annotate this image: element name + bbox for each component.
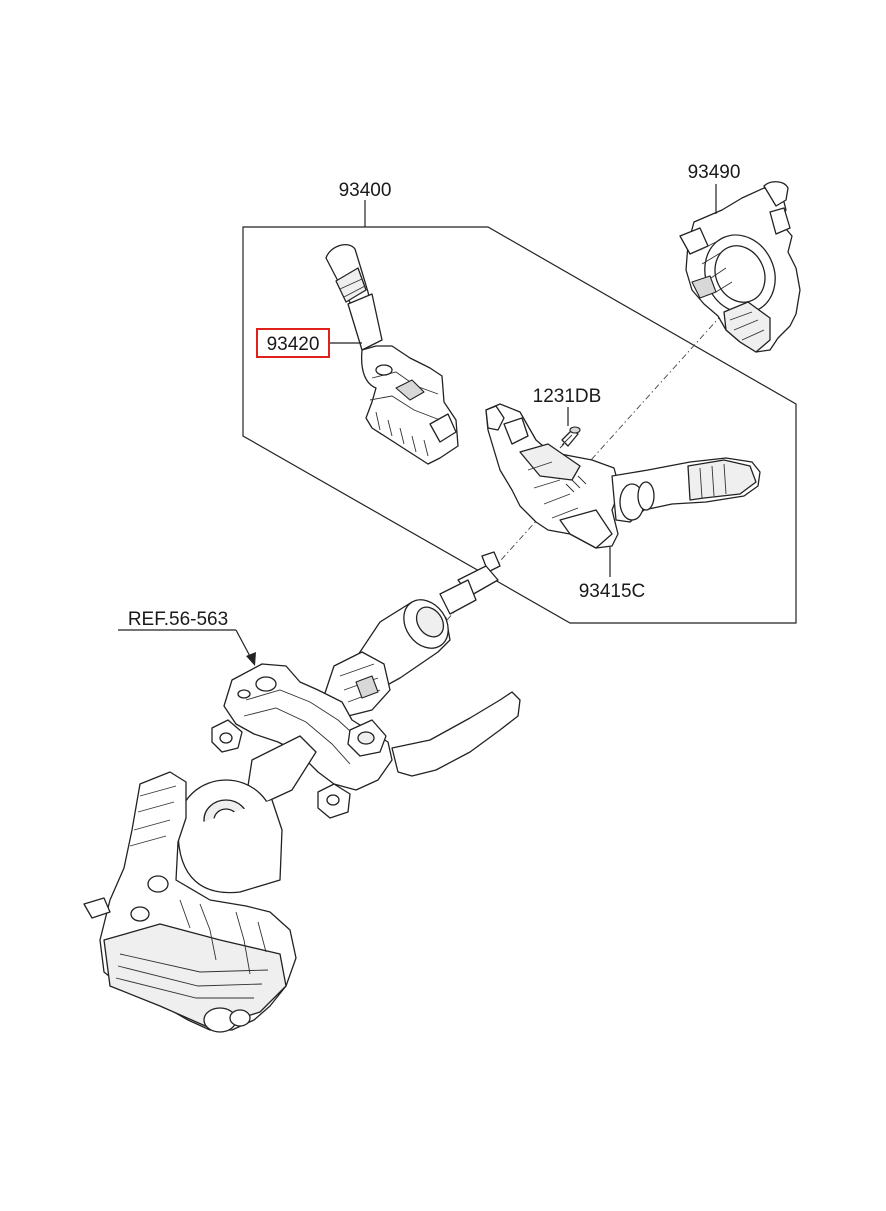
label-ref: REF.56-563 [128,609,228,630]
label-1231DB: 1231DB [533,386,602,407]
label-93490: 93490 [688,162,741,183]
switch-body-93415C[interactable] [485,403,761,549]
label-93400: 93400 [339,180,392,201]
steering-column [83,551,521,1033]
ref-arrowhead [246,652,256,666]
screw-1231DB[interactable] [559,426,581,449]
multifunction-switch-93420[interactable] [325,244,459,465]
label-93420[interactable]: 93420 [267,334,320,355]
clock-spring-93490[interactable] [679,181,801,353]
assembly-frame [242,226,797,624]
label-93415C: 93415C [579,581,646,602]
highlight-box-93420[interactable] [256,328,330,358]
